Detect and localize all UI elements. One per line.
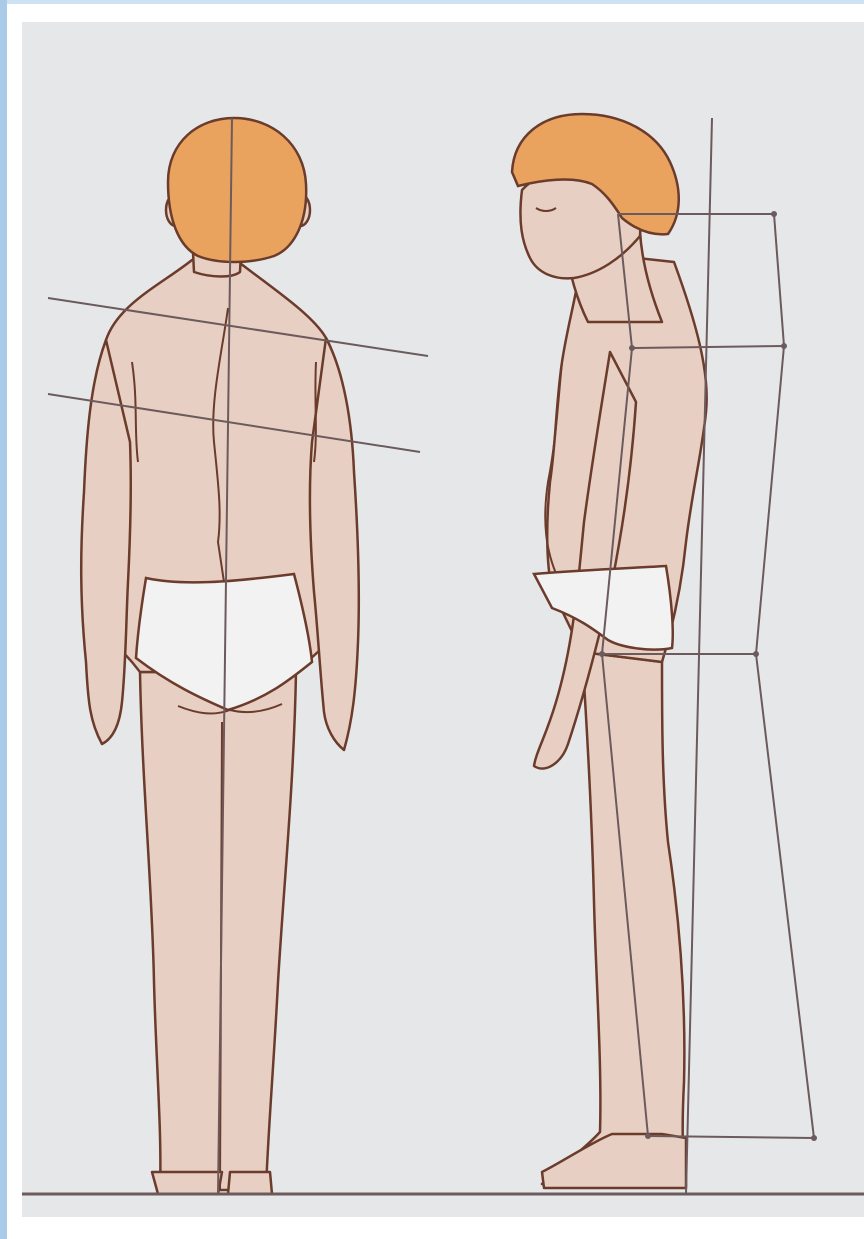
posture-node — [771, 211, 777, 217]
posture-node — [781, 343, 787, 349]
back-view-right-arm — [310, 338, 359, 750]
side-view-foot — [542, 1134, 686, 1188]
back-view-legs — [140, 672, 296, 1190]
posture-node — [629, 345, 635, 351]
posture-node — [599, 651, 605, 657]
back-view-hair — [168, 118, 306, 262]
side-view-figure — [512, 114, 707, 1188]
posture-node — [811, 1135, 817, 1141]
frame-left-border — [0, 0, 7, 1239]
posture-node — [753, 651, 759, 657]
posture-node — [645, 1133, 651, 1139]
frame-top-border — [0, 0, 864, 4]
posture-outline-right — [756, 214, 814, 1138]
posture-illustration — [22, 22, 864, 1217]
plumb-line — [686, 118, 712, 1194]
posture-diagram-svg — [22, 22, 864, 1217]
back-view-feet — [152, 1172, 272, 1194]
